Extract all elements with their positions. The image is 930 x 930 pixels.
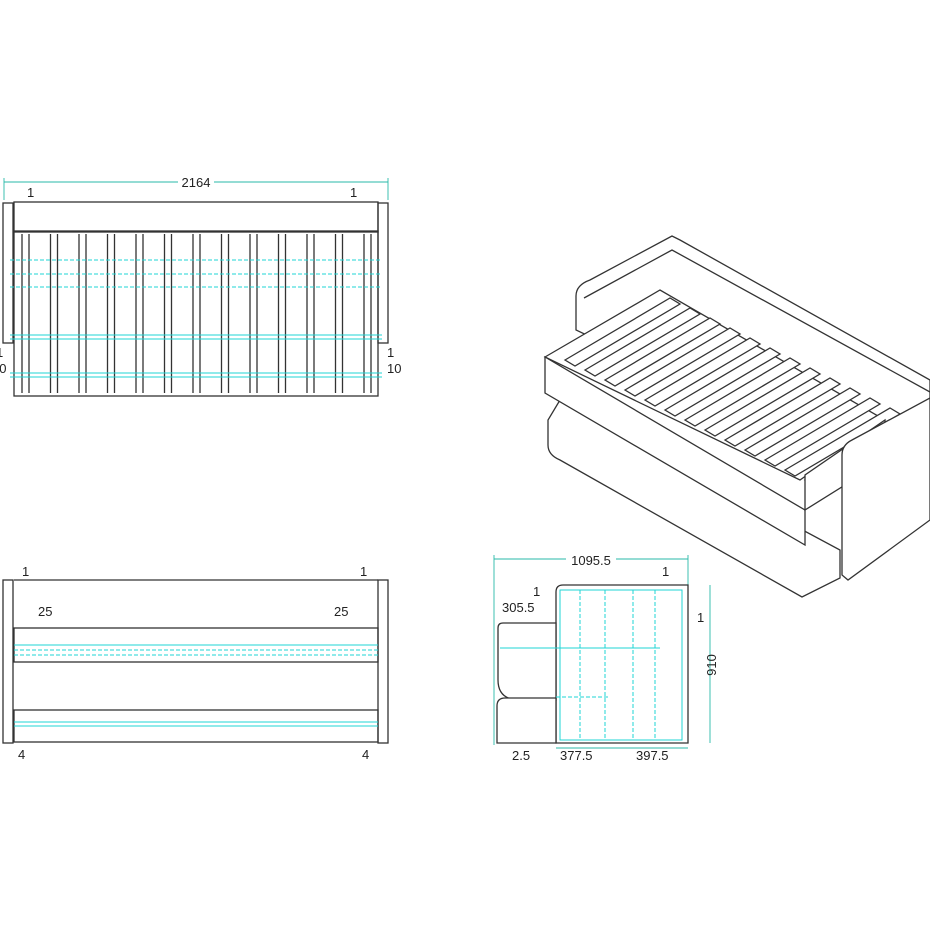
- iso-trundle: [547, 399, 841, 598]
- dimension-top-left-gap: 1: [533, 584, 540, 599]
- dimension-right-lower-gap: 1: [387, 345, 394, 360]
- drawer-lower: [496, 697, 557, 744]
- dimension-right-gap: 1: [697, 610, 704, 625]
- top-view: 2164 1 1 1 10 1 10: [0, 174, 401, 397]
- label-bg: [178, 174, 214, 188]
- iso-slat: [703, 367, 822, 437]
- slats: [21, 234, 372, 393]
- dimension-right-gap: 1: [350, 185, 357, 200]
- iso-slat: [623, 327, 742, 397]
- dimension-bottom-right: 4: [362, 747, 369, 762]
- dimension-right-lower-offset: 10: [387, 361, 401, 376]
- right-headboard: [377, 579, 389, 744]
- iso-slat: [743, 387, 862, 457]
- iso-slat: [683, 357, 802, 427]
- iso-front-rail: [544, 355, 806, 547]
- iso-backrest-inner: [583, 249, 930, 393]
- dimension-top-gap: 1: [662, 564, 669, 579]
- iso-slat: [723, 377, 842, 447]
- right-headboard: [377, 202, 389, 344]
- dimension-bottom-right: 397.5: [636, 748, 669, 763]
- iso-slat: [763, 397, 882, 467]
- iso-footboard: [841, 397, 930, 581]
- dimension-left-gap: 1: [27, 185, 34, 200]
- side-panel: [555, 584, 689, 744]
- iso-slat: [603, 317, 722, 387]
- dimension-left-inset: 25: [38, 604, 52, 619]
- iso-slat: [563, 297, 682, 367]
- label-bg: [566, 551, 616, 566]
- iso-slat: [663, 347, 782, 417]
- left-headboard: [2, 579, 14, 744]
- bed-frame: [13, 230, 379, 397]
- dimension-overall-depth: 1095.5: [571, 553, 611, 568]
- dimension-overall-width: 2164: [182, 175, 211, 190]
- dimension-top-left-gap: 1: [22, 564, 29, 579]
- backrest-top: [13, 201, 379, 233]
- dimension-left-lower-offset: 10: [0, 361, 6, 376]
- isometric-view: [543, 235, 930, 598]
- dimension-bottom-left: 2.5: [512, 748, 530, 763]
- hidden-frame: [559, 589, 683, 741]
- dimension-drawer-offset: 305.5: [502, 600, 535, 615]
- dimension-left-lower-gap: 1: [0, 345, 3, 360]
- dimension-height: 910: [704, 654, 719, 676]
- dimension-bottom-mid: 377.5: [560, 748, 593, 763]
- iso-slats: [563, 297, 922, 487]
- left-headboard: [2, 202, 14, 344]
- iso-slat: [643, 337, 762, 407]
- dimension-bottom-left: 4: [18, 747, 25, 762]
- front-view: 1 1 25 25 4 4: [2, 564, 389, 762]
- iso-slat: [583, 307, 702, 377]
- drawer-upper: [497, 622, 557, 701]
- dimension-top-right-gap: 1: [360, 564, 367, 579]
- side-view: 1095.5 1 1 305.5 1 910 2.5 377.5 397.5: [493, 551, 719, 763]
- dimension-right-inset: 25: [334, 604, 348, 619]
